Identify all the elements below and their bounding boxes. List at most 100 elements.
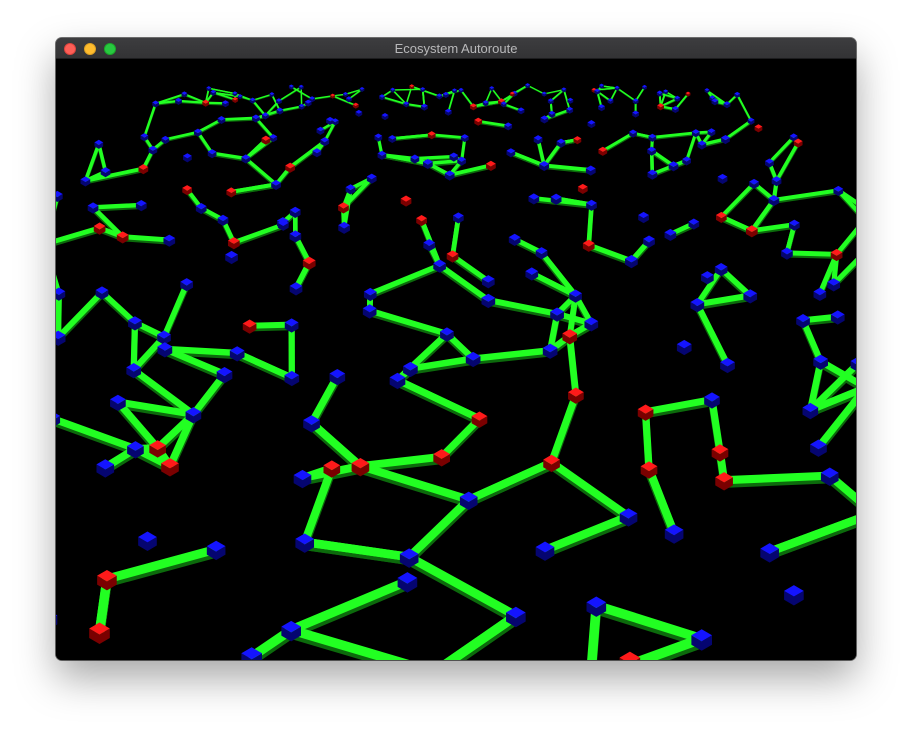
intersection-cube	[452, 88, 457, 94]
cube-side-face	[148, 148, 158, 155]
title-bar[interactable]: Ecosystem Autoroute	[56, 38, 856, 59]
cube-top-face	[242, 319, 257, 328]
road-segment	[97, 143, 108, 173]
cube-side-face	[460, 136, 469, 143]
cube-side-face	[403, 103, 410, 108]
cube-side-face	[289, 233, 302, 243]
road-segment	[163, 345, 226, 378]
cube-top-face	[486, 160, 496, 167]
intersection-cube	[148, 145, 158, 155]
cube-side-face	[793, 141, 803, 148]
cube-side-face	[138, 166, 149, 175]
road-segment	[451, 253, 490, 284]
cube-top-face	[584, 317, 599, 326]
road-segment	[143, 103, 157, 138]
road-segment	[674, 93, 689, 110]
intersection-cube	[138, 531, 157, 551]
cube-top-face	[668, 161, 679, 167]
close-icon[interactable]	[64, 43, 76, 55]
cube-top-face	[547, 98, 554, 102]
cube-top-face	[161, 458, 179, 469]
intersection-cube	[647, 169, 658, 180]
cube-top-face	[277, 219, 289, 226]
cube-top-face	[442, 91, 449, 96]
cube-side-face	[690, 301, 705, 313]
cube-top-face	[249, 97, 256, 102]
vehicle-cube	[427, 131, 436, 140]
road-segment	[544, 89, 565, 95]
road-segment	[601, 85, 618, 89]
cube-side-face	[833, 188, 844, 197]
intersection-cube	[180, 278, 194, 292]
cube-side-face	[289, 285, 303, 296]
cube-top-face	[704, 392, 720, 402]
cube-side-face	[269, 136, 278, 143]
intersection-cube	[585, 165, 596, 176]
cube-top-face	[116, 231, 129, 239]
cube-top-face	[329, 368, 346, 379]
cube-top-face	[528, 193, 540, 200]
road-segment	[427, 158, 462, 166]
minimize-icon[interactable]	[84, 43, 96, 55]
intersection-cube	[796, 313, 810, 329]
intersection-cube	[749, 178, 759, 189]
road-segment	[131, 367, 196, 417]
intersection-cube	[629, 129, 637, 138]
intersection-cube	[423, 239, 436, 252]
cube-side-face	[185, 411, 202, 424]
intersection-cube	[140, 133, 149, 142]
cube-side-face	[711, 449, 729, 462]
scene-viewport[interactable]	[56, 59, 856, 660]
cube-top-face	[827, 278, 841, 286]
cube-top-face	[298, 103, 305, 108]
cube-top-face	[295, 533, 315, 545]
cube-side-face	[444, 110, 452, 116]
intersection-cube	[607, 98, 614, 105]
cube-side-face	[409, 85, 415, 90]
cube-side-face	[542, 347, 558, 359]
cube-side-face	[810, 444, 827, 457]
road-segment	[834, 227, 856, 256]
intersection-cube	[598, 104, 605, 112]
intersection-cube	[704, 392, 720, 409]
cube-top-face	[195, 202, 207, 210]
cube-top-face	[585, 165, 596, 172]
cube-top-face	[676, 339, 692, 349]
intersection-cube	[399, 548, 419, 568]
cube-side-face	[449, 155, 459, 162]
cube-top-face	[225, 250, 238, 259]
cube-top-face	[550, 193, 562, 200]
zoom-icon[interactable]	[104, 43, 116, 55]
cube-side-face	[643, 238, 655, 248]
cube-side-face	[303, 420, 320, 433]
intersection-cube	[261, 112, 269, 120]
vehicle-cube	[182, 185, 193, 196]
cube-top-face	[573, 136, 582, 141]
road-segment	[696, 292, 751, 308]
cube-top-face	[813, 354, 828, 364]
cube-side-face	[457, 159, 467, 166]
cube-side-face	[140, 135, 149, 142]
road-segment	[164, 345, 238, 357]
road-segment	[264, 100, 280, 117]
vehicle-cube	[416, 215, 427, 227]
cube-top-face	[482, 100, 489, 104]
cube-side-face	[377, 153, 387, 160]
cube-side-face	[180, 281, 194, 292]
cube-side-face	[619, 657, 641, 660]
intersection-cube	[252, 114, 260, 123]
intersection-cube	[586, 596, 607, 617]
cube-side-face	[682, 158, 691, 166]
road-network-3d-view[interactable]	[56, 59, 856, 660]
cube-side-face	[562, 333, 578, 345]
road-segment	[252, 93, 273, 101]
cube-side-face	[295, 538, 315, 553]
road-segment	[807, 361, 856, 413]
cube-top-face	[543, 454, 560, 465]
intersection-cube	[388, 134, 397, 144]
cube-top-face	[261, 135, 271, 141]
road-segment	[543, 108, 571, 121]
road-segment	[641, 411, 653, 470]
cube-top-face	[586, 596, 607, 608]
cube-side-face	[691, 131, 700, 138]
